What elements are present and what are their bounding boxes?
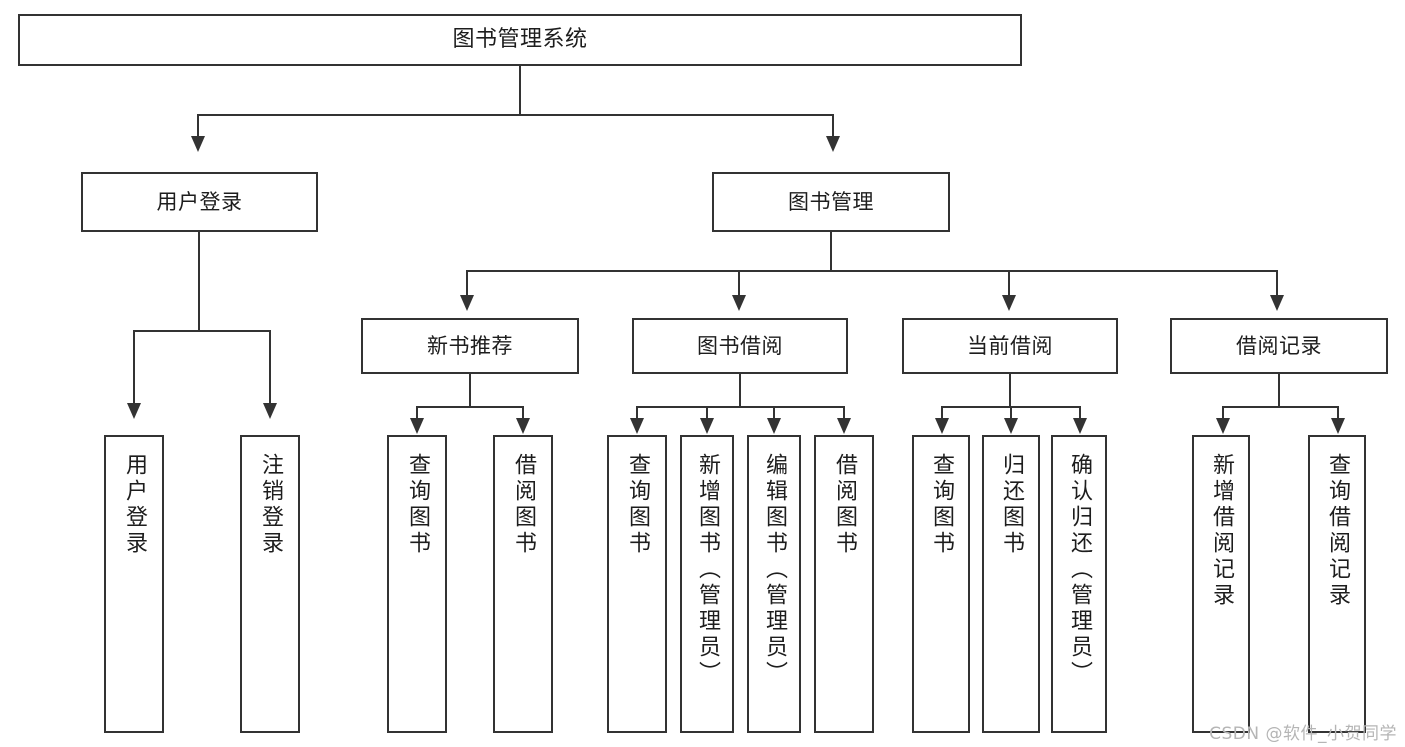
arrow-down-icon: [1002, 295, 1016, 311]
node-label: 归还图书: [998, 453, 1024, 557]
connector-root-drop-2: [832, 114, 834, 138]
connector-newbook-drop-2: [522, 406, 524, 420]
connector-newbook-stem: [469, 374, 471, 408]
connector-bookmgmt-drop-3: [1008, 270, 1010, 297]
connector-bookborrow-drop-2: [706, 406, 708, 420]
node-book-borrow[interactable]: 图书借阅: [632, 318, 848, 374]
leaf-add-borrow-record[interactable]: 新增借阅记录: [1192, 435, 1250, 733]
connector-userlogin-drop-2: [269, 330, 271, 405]
node-label: 新增借阅记录: [1208, 453, 1234, 609]
arrow-down-icon: [826, 136, 840, 152]
leaf-edit-book-admin[interactable]: 编辑图书（管理员）: [747, 435, 801, 733]
connector-bookmgmt-bus: [466, 270, 1278, 272]
connector-borrowrecord-bus: [1222, 406, 1339, 408]
node-label: 借阅图书: [510, 453, 536, 557]
node-label: 图书管理系统: [452, 27, 588, 53]
node-label: 注销登录: [257, 453, 283, 557]
connector-borrowrecord-stem: [1278, 374, 1280, 408]
node-label: 用户登录: [156, 189, 243, 214]
connector-borrowrecord-drop-2: [1337, 406, 1339, 420]
arrow-down-icon: [700, 418, 714, 434]
node-book-management[interactable]: 图书管理: [712, 172, 950, 232]
connector-borrowrecord-drop-1: [1222, 406, 1224, 420]
arrow-down-icon: [410, 418, 424, 434]
arrow-down-icon: [732, 295, 746, 311]
connector-root-bus: [197, 114, 834, 116]
node-label: 新增图书（管理员）: [694, 453, 720, 687]
arrow-down-icon: [767, 418, 781, 434]
arrow-down-icon: [1270, 295, 1284, 311]
arrow-down-icon: [191, 136, 205, 152]
leaf-borrow-book[interactable]: 借阅图书: [814, 435, 874, 733]
node-new-book-recommend[interactable]: 新书推荐: [361, 318, 579, 374]
connector-bookborrow-drop-3: [773, 406, 775, 420]
connector-bookborrow-drop-1: [636, 406, 638, 420]
node-label: 用户登录: [121, 453, 147, 557]
node-label: 查询借阅记录: [1324, 453, 1350, 609]
arrow-down-icon: [1331, 418, 1345, 434]
leaf-query-book-borrow[interactable]: 查询图书: [607, 435, 667, 733]
node-label: 借阅图书: [831, 453, 857, 557]
arrow-down-icon: [263, 403, 277, 419]
node-current-borrow[interactable]: 当前借阅: [902, 318, 1118, 374]
node-label: 图书管理: [788, 189, 874, 214]
connector-bookmgmt-drop-2: [738, 270, 740, 297]
node-label: 新书推荐: [427, 333, 513, 358]
connector-bookborrow-bus: [636, 406, 845, 408]
leaf-query-book-current[interactable]: 查询图书: [912, 435, 970, 733]
node-label: 图书借阅: [697, 333, 783, 358]
connector-userlogin-bus: [133, 330, 271, 332]
connector-currentborrow-stem: [1009, 374, 1011, 408]
node-label: 查询图书: [624, 453, 650, 557]
arrow-down-icon: [837, 418, 851, 434]
connector-currentborrow-drop-2: [1010, 406, 1012, 420]
arrow-down-icon: [1216, 418, 1230, 434]
connector-root-stem: [519, 66, 521, 115]
connector-currentborrow-drop-1: [941, 406, 943, 420]
connector-userlogin-drop-1: [133, 330, 135, 405]
connector-userlogin-stem: [198, 232, 200, 332]
connector-newbook-drop-1: [416, 406, 418, 420]
arrow-down-icon: [1004, 418, 1018, 434]
connector-newbook-bus: [416, 406, 524, 408]
connector-bookmgmt-drop-4: [1276, 270, 1278, 297]
arrow-down-icon: [516, 418, 530, 434]
leaf-query-borrow-record[interactable]: 查询借阅记录: [1308, 435, 1366, 733]
node-label: 借阅记录: [1236, 333, 1322, 358]
arrow-down-icon: [630, 418, 644, 434]
node-label: 查询图书: [404, 453, 430, 557]
node-borrow-record[interactable]: 借阅记录: [1170, 318, 1388, 374]
connector-currentborrow-drop-3: [1079, 406, 1081, 420]
arrow-down-icon: [460, 295, 474, 311]
leaf-borrow-book-newbook[interactable]: 借阅图书: [493, 435, 553, 733]
connector-bookborrow-stem: [739, 374, 741, 408]
leaf-add-book-admin[interactable]: 新增图书（管理员）: [680, 435, 734, 733]
connector-bookmgmt-drop-1: [466, 270, 468, 297]
node-label: 当前借阅: [967, 333, 1053, 358]
node-root-system[interactable]: 图书管理系统: [18, 14, 1022, 66]
connector-bookborrow-drop-4: [843, 406, 845, 420]
leaf-user-login[interactable]: 用户登录: [104, 435, 164, 733]
node-user-login[interactable]: 用户登录: [81, 172, 318, 232]
connector-root-drop-1: [197, 114, 199, 138]
node-label: 查询图书: [928, 453, 954, 557]
arrow-down-icon: [935, 418, 949, 434]
leaf-logout-login[interactable]: 注销登录: [240, 435, 300, 733]
leaf-confirm-return-admin[interactable]: 确认归还（管理员）: [1051, 435, 1107, 733]
connector-bookmgmt-stem: [830, 232, 832, 272]
node-label: 编辑图书（管理员）: [761, 453, 787, 687]
arrow-down-icon: [127, 403, 141, 419]
leaf-query-book-newbook[interactable]: 查询图书: [387, 435, 447, 733]
leaf-return-book[interactable]: 归还图书: [982, 435, 1040, 733]
arrow-down-icon: [1073, 418, 1087, 434]
node-label: 确认归还（管理员）: [1066, 453, 1092, 687]
